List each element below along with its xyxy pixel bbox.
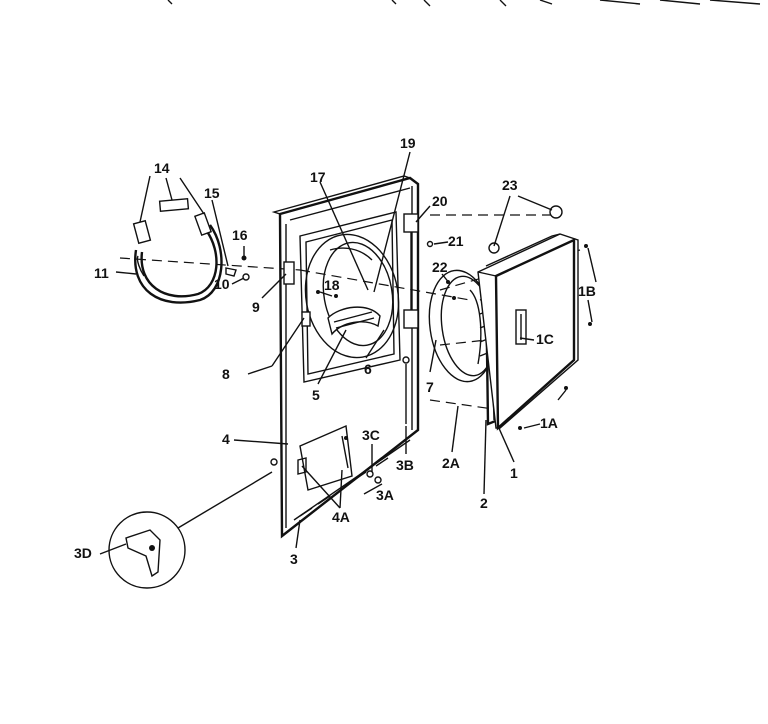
label-18: 18	[324, 277, 340, 293]
label-16: 16	[232, 227, 248, 243]
label-1: 1	[510, 465, 518, 481]
gasket-clips-14	[132, 198, 213, 245]
label-3B: 3B	[396, 457, 414, 473]
label-4: 4	[222, 431, 230, 447]
label-8: 8	[222, 366, 230, 382]
front-panel-assembly	[270, 175, 420, 539]
part-labels: 14 15 16 11 10 9 8 17 19 18 5 6 20 21 22…	[74, 135, 596, 567]
label-4A: 4A	[332, 509, 350, 525]
door-ring-11	[134, 224, 223, 304]
label-3C: 3C	[362, 427, 380, 443]
label-21: 21	[448, 233, 464, 249]
label-3A: 3A	[376, 487, 394, 503]
label-14: 14	[154, 160, 170, 176]
label-1B: 1B	[578, 283, 596, 299]
label-10: 10	[214, 276, 230, 292]
label-2A: 2A	[442, 455, 460, 471]
label-17: 17	[310, 169, 326, 185]
label-5: 5	[312, 387, 320, 403]
door-outer-panel-1	[477, 205, 592, 431]
label-11: 11	[94, 265, 109, 281]
label-3: 3	[290, 551, 298, 567]
detail-circle-3d	[108, 471, 273, 589]
label-20: 20	[432, 193, 448, 209]
label-1A: 1A	[540, 415, 558, 431]
label-9: 9	[252, 299, 260, 315]
label-23: 23	[502, 177, 518, 193]
label-2: 2	[480, 495, 488, 511]
label-7: 7	[426, 379, 434, 395]
label-1C: 1C	[536, 331, 554, 347]
leader-lines	[99, 151, 597, 555]
top-edge-artifacts	[167, 0, 761, 7]
label-3D: 3D	[74, 545, 92, 561]
small-parts-10-15-16	[225, 246, 250, 281]
label-19: 19	[400, 135, 416, 151]
label-15: 15	[204, 185, 220, 201]
label-6: 6	[364, 361, 372, 377]
label-22: 22	[432, 259, 448, 275]
